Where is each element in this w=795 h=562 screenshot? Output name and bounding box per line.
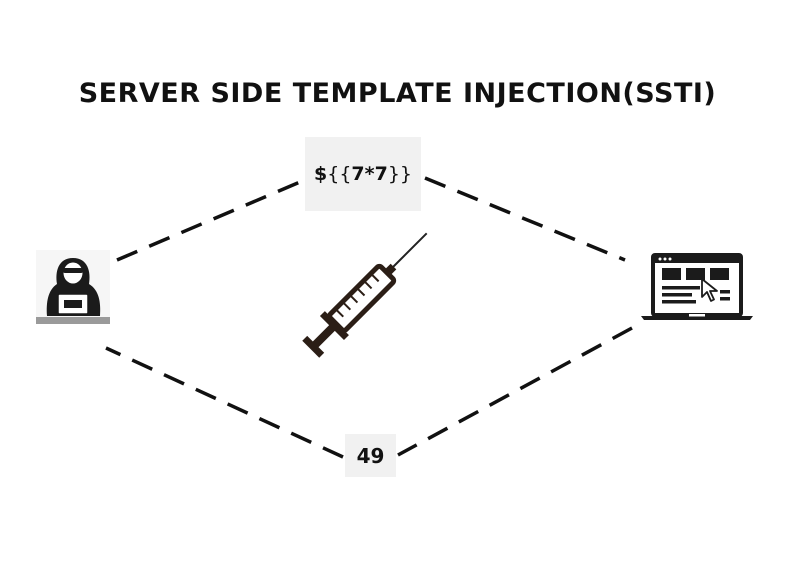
syringe-icon xyxy=(302,232,428,358)
hacker-icon xyxy=(36,250,110,324)
server-to-result-line xyxy=(397,326,633,457)
result-label: 49 xyxy=(345,434,396,477)
payload-open-braces: {{ xyxy=(327,163,352,185)
result-to-attacker-line xyxy=(105,346,344,459)
payload-label: $ {{ 7*7 }} xyxy=(305,137,421,211)
laptop-browser-icon xyxy=(641,253,753,320)
payload-prefix: $ xyxy=(314,163,328,185)
payload-to-server-line xyxy=(424,176,626,262)
payload-close-braces: }} xyxy=(387,163,412,185)
diagram-title: SERVER SIDE TEMPLATE INJECTION(SSTI) xyxy=(78,78,717,109)
payload-expression: 7*7 xyxy=(351,163,388,185)
attacker-to-payload-line xyxy=(116,180,301,262)
